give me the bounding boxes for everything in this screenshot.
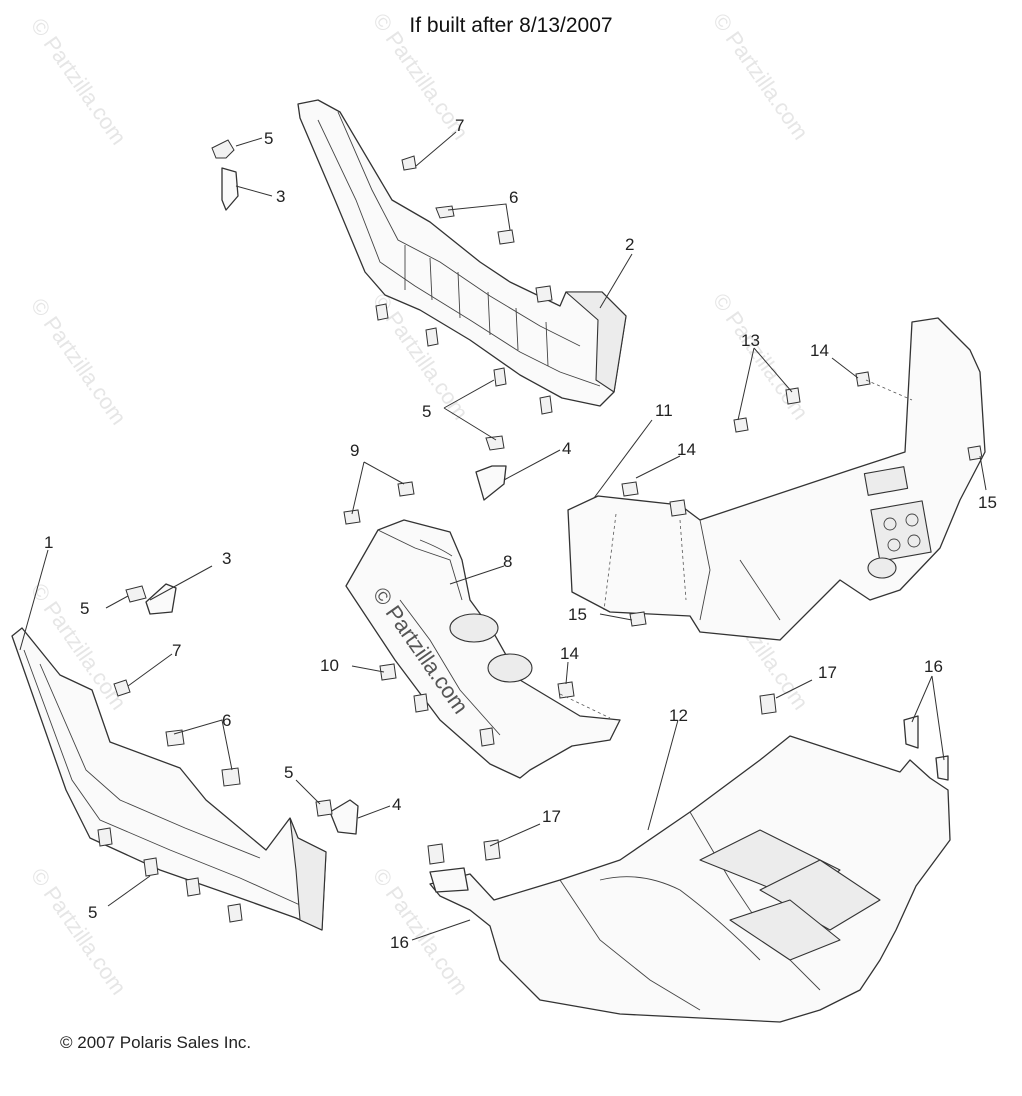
callout-7: 7 bbox=[172, 641, 181, 660]
assembly-guides bbox=[559, 379, 913, 719]
callout-15: 15 bbox=[568, 605, 587, 624]
callout-6: 6 bbox=[222, 711, 231, 730]
callout-13: 13 bbox=[741, 331, 760, 350]
callout-14: 14 bbox=[810, 341, 829, 360]
part-4-bracket-upper bbox=[475, 465, 507, 501]
callout-17: 17 bbox=[542, 807, 561, 826]
callout-4: 4 bbox=[562, 439, 571, 458]
callout-2: 2 bbox=[625, 235, 634, 254]
callout-8: 8 bbox=[503, 552, 512, 571]
part-2-upper-rocker-panel bbox=[297, 99, 627, 407]
callout-11: 11 bbox=[655, 401, 673, 420]
callout-5: 5 bbox=[422, 402, 431, 421]
part-11-rear-bulkhead bbox=[567, 317, 986, 641]
callout-14: 14 bbox=[677, 440, 696, 459]
callout-5: 5 bbox=[264, 129, 273, 148]
part-3-bracket-upper bbox=[221, 167, 239, 211]
callout-12: 12 bbox=[669, 706, 688, 725]
callout-5: 5 bbox=[80, 599, 89, 618]
callout-16: 16 bbox=[390, 933, 409, 952]
callout-16: 16 bbox=[924, 657, 943, 676]
part-8-center-console bbox=[345, 519, 621, 779]
callout-labels: 5 3 7 6 2 5 4 9 8 10 14 11 13 14 14 15 1… bbox=[44, 116, 997, 952]
part-16-brackets bbox=[429, 715, 949, 893]
watermark: © Partzilla.com bbox=[26, 294, 132, 430]
callout-4: 4 bbox=[392, 795, 401, 814]
callout-10: 10 bbox=[320, 656, 339, 675]
fasteners bbox=[97, 139, 983, 923]
callout-1: 1 bbox=[44, 533, 53, 552]
callout-3: 3 bbox=[222, 549, 231, 568]
callout-5: 5 bbox=[284, 763, 293, 782]
watermark: © Partzilla.com bbox=[26, 864, 132, 1000]
copyright-notice: © 2007 Polaris Sales Inc. bbox=[60, 1033, 252, 1052]
callout-9: 9 bbox=[350, 441, 359, 460]
callout-14: 14 bbox=[560, 644, 579, 663]
callout-3: 3 bbox=[276, 187, 285, 206]
part-12-floor-tub bbox=[429, 735, 951, 1023]
callout-6: 6 bbox=[509, 188, 518, 207]
part-3-bracket-lower bbox=[145, 583, 177, 615]
callout-17: 17 bbox=[818, 663, 837, 682]
callout-7: 7 bbox=[455, 116, 464, 135]
callout-15: 15 bbox=[978, 493, 997, 512]
leader-lines bbox=[19, 131, 987, 941]
callout-5: 5 bbox=[88, 903, 97, 922]
part-4-bracket-lower bbox=[329, 799, 359, 835]
diagram-title: If built after 8/13/2007 bbox=[409, 14, 613, 37]
